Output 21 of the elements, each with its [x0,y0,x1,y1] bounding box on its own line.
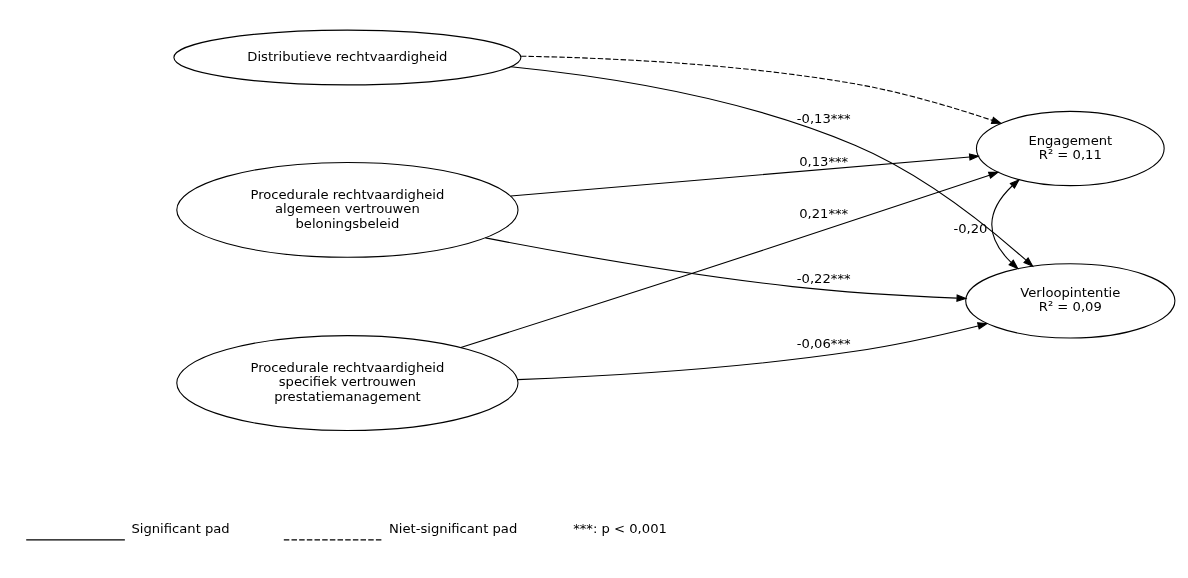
legend-label: Niet-significant pad [389,520,518,536]
node-ellipse: Engagement R² = 0,11 [975,110,1165,186]
arrow [510,65,1034,267]
edge-label: -0,22*** [796,270,851,286]
arrow [484,236,968,302]
edge-label: -0,20 [953,220,988,236]
arrow [516,321,989,380]
arrow [520,55,1003,124]
node-ellipse: Verloopintentie R² = 0,09 [965,262,1176,339]
edge-label: -0,13*** [796,110,851,126]
legend-label: Significant pad [131,520,230,536]
arrow [991,178,1021,270]
arrow [510,152,981,197]
node-ellipse: Distributieve rechtvaardigheid [173,29,522,85]
node-ellipse: Procedurale rechtvaardigheid algemeen vertrouwen beloningsbeleid [176,161,519,258]
edge-label: -0,06*** [796,335,851,351]
edge-label: 0,21*** [799,205,849,221]
node-ellipse: Procedurale rechtvaardigheid specifiek vertrouwen prestatiemanagement [176,334,519,431]
edge-label: 0,13*** [799,153,849,169]
arrow [460,171,1000,348]
label: ***: p < 0,001 [573,520,667,536]
